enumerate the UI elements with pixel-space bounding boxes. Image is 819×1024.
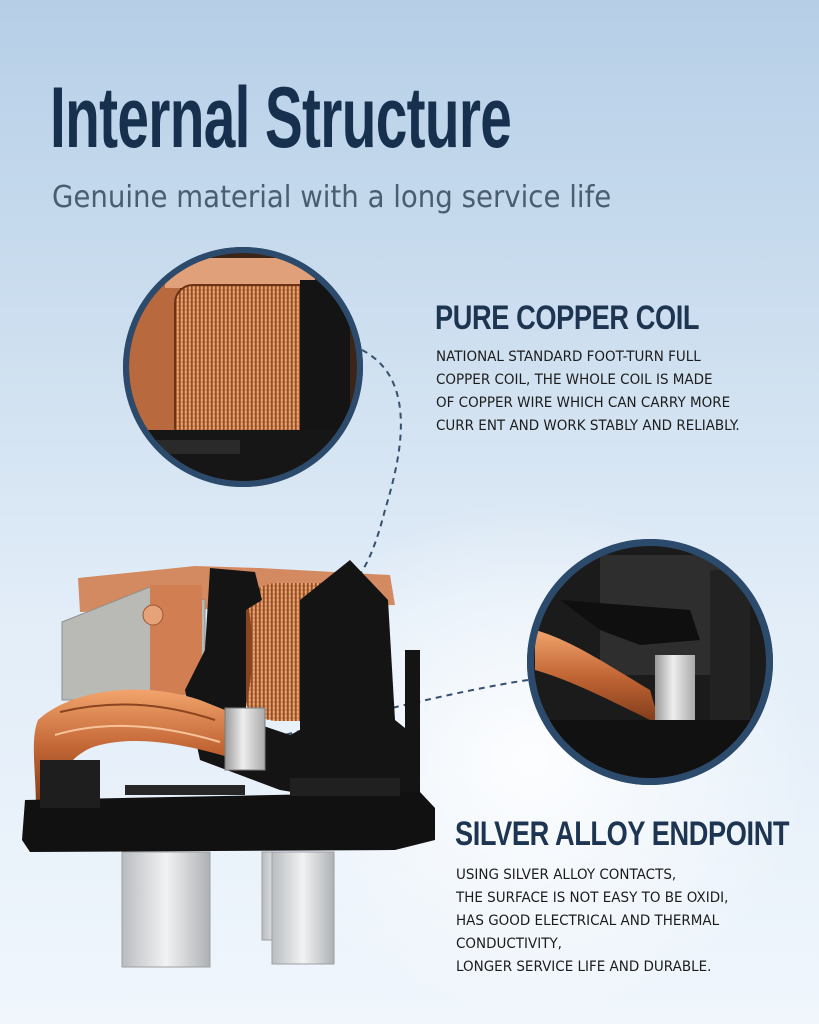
- copper-coil-closeup: [123, 247, 363, 487]
- description-line: COPPER COIL, THE WHOLE COIL IS MADE: [436, 372, 713, 388]
- relay-body: [22, 560, 435, 968]
- description-line: CONDUCTIVITY,: [456, 936, 562, 952]
- description-line: USING SILVER ALLOY CONTACTS,: [456, 867, 677, 883]
- feature-description-silver-alloy: USING SILVER ALLOY CONTACTS, THE SURFACE…: [456, 864, 728, 979]
- description-line: NATIONAL STANDARD FOOT-TURN FULL: [436, 349, 701, 365]
- page-subtitle: Genuine material with a long service lif…: [52, 180, 612, 215]
- page-title: Internal Structure: [50, 70, 512, 166]
- description-line: LONGER SERVICE LIFE AND DURABLE.: [456, 959, 712, 975]
- silver-contact-closeup: [527, 539, 773, 785]
- description-line: HAS GOOD ELECTRICAL AND THERMAL: [456, 913, 720, 929]
- description-line: THE SURFACE IS NOT EASY TO BE OXIDI,: [456, 890, 729, 906]
- feature-heading-silver-alloy: SILVER ALLOY ENDPOINT: [455, 815, 790, 853]
- feature-description-copper-coil: NATIONAL STANDARD FOOT-TURN FULL COPPER …: [436, 346, 740, 438]
- feature-heading-copper-coil: PURE COPPER COIL: [435, 299, 700, 337]
- description-line: CURR ENT AND WORK STABLY AND RELIABLY.: [436, 418, 740, 434]
- description-line: OF COPPER WIRE WHICH CAN CARRY MORE: [436, 395, 731, 411]
